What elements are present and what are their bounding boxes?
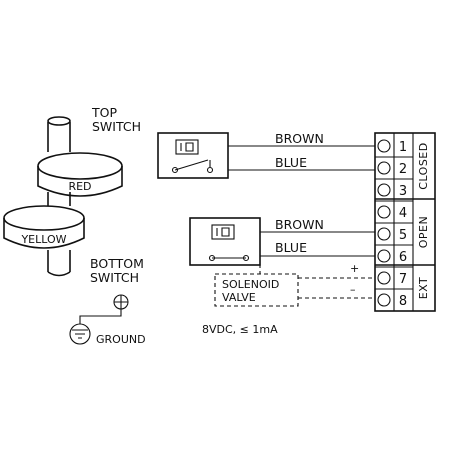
- bottom-switch-label-2: SWITCH: [90, 270, 139, 285]
- rating-label: 8VDC, ≤ 1mA: [202, 323, 278, 336]
- shaft: [47, 116, 71, 277]
- solenoid-label-2: VALVE: [222, 291, 256, 304]
- group-ext-label: EXT: [417, 277, 430, 300]
- terminal-screw-icon: [377, 271, 391, 285]
- yellow-float: YELLOW: [3, 205, 85, 249]
- yellow-label: YELLOW: [20, 233, 66, 246]
- minus-sign: –: [350, 283, 356, 296]
- bottom-switch-box: [189, 217, 261, 266]
- terminal-number: 7: [399, 272, 407, 287]
- terminal-number: 5: [399, 228, 407, 243]
- blue-label-top: BLUE: [275, 155, 307, 170]
- top-switch-label-2: SWITCH: [92, 119, 141, 134]
- ground-label: GROUND: [96, 333, 146, 346]
- terminal-number: 4: [399, 206, 407, 221]
- terminal-screw-icon: [377, 139, 391, 153]
- terminal-number: 6: [399, 250, 407, 265]
- terminal-number: 3: [399, 184, 407, 199]
- solenoid-valve: SOLENOID VALVE + –: [214, 262, 375, 307]
- terminal-number: 2: [399, 162, 407, 177]
- terminal-block: 1 2 3 4 5 6 7 8: [374, 132, 436, 312]
- terminal-screw-icon: [377, 293, 391, 307]
- terminal-number: 8: [399, 294, 407, 309]
- terminal-screw-icon: [377, 205, 391, 219]
- terminal-screw-icon: [377, 183, 391, 197]
- group-open-label: OPEN: [417, 216, 430, 248]
- bottom-switch-label-1: BOTTOM: [90, 256, 144, 271]
- terminal-number: 1: [399, 140, 407, 155]
- top-switch-box: [157, 132, 229, 179]
- solenoid-label-1: SOLENOID: [222, 278, 279, 291]
- terminal-screw-icon: [377, 161, 391, 175]
- ground-symbol: [69, 294, 129, 345]
- plus-sign: +: [350, 262, 359, 275]
- top-switch-label-1: TOP: [91, 105, 117, 120]
- blue-label-bottom: BLUE: [275, 240, 307, 255]
- terminal-screw-icon: [377, 227, 391, 241]
- brown-label-bottom: BROWN: [275, 217, 324, 232]
- red-float: RED: [37, 152, 123, 197]
- red-label: RED: [68, 180, 91, 193]
- terminal-screw-icon: [377, 249, 391, 263]
- brown-label-top: BROWN: [275, 131, 324, 146]
- group-closed-label: CLOSED: [417, 142, 430, 189]
